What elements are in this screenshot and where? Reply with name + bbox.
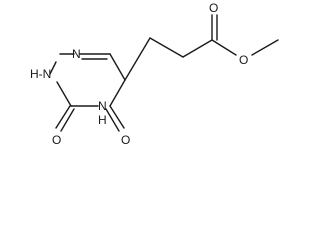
bond-c5-n4 (109, 79, 126, 107)
bond-c5-o-b (105, 108, 120, 132)
atom-label-o-carbonyl: O (209, 1, 218, 15)
bond-ch2-c (182, 39, 213, 58)
bond-ch2-ch2 (149, 37, 184, 58)
atom-label-o-left: O (52, 133, 61, 147)
bond-c3-o-b (60, 108, 75, 132)
atom-label-n-bottom: N (98, 99, 107, 113)
bond-oester-ch3 (251, 39, 279, 56)
bond-c3-o-a (55, 105, 71, 129)
bond-c3-n2h (56, 81, 72, 107)
bond-c6-ch2 (124, 37, 151, 81)
atom-label-o-right: O (121, 133, 130, 147)
atom-label-o-ester: O (239, 53, 248, 67)
structure-diagram: H-N N N H O O O O (30, 1, 279, 147)
atom-label-nh-h: H (98, 113, 107, 127)
atom-label-nh: H-N (30, 67, 51, 81)
atom-label-n-top: N (72, 47, 81, 61)
bond-c6-c5 (109, 53, 126, 81)
bond-c-oester (211, 39, 237, 56)
molecule-canvas: H-N N N H O O O O (30, 1, 279, 147)
bond-n1h-n2 (49, 61, 57, 75)
bond-c5-o-a (109, 105, 125, 129)
